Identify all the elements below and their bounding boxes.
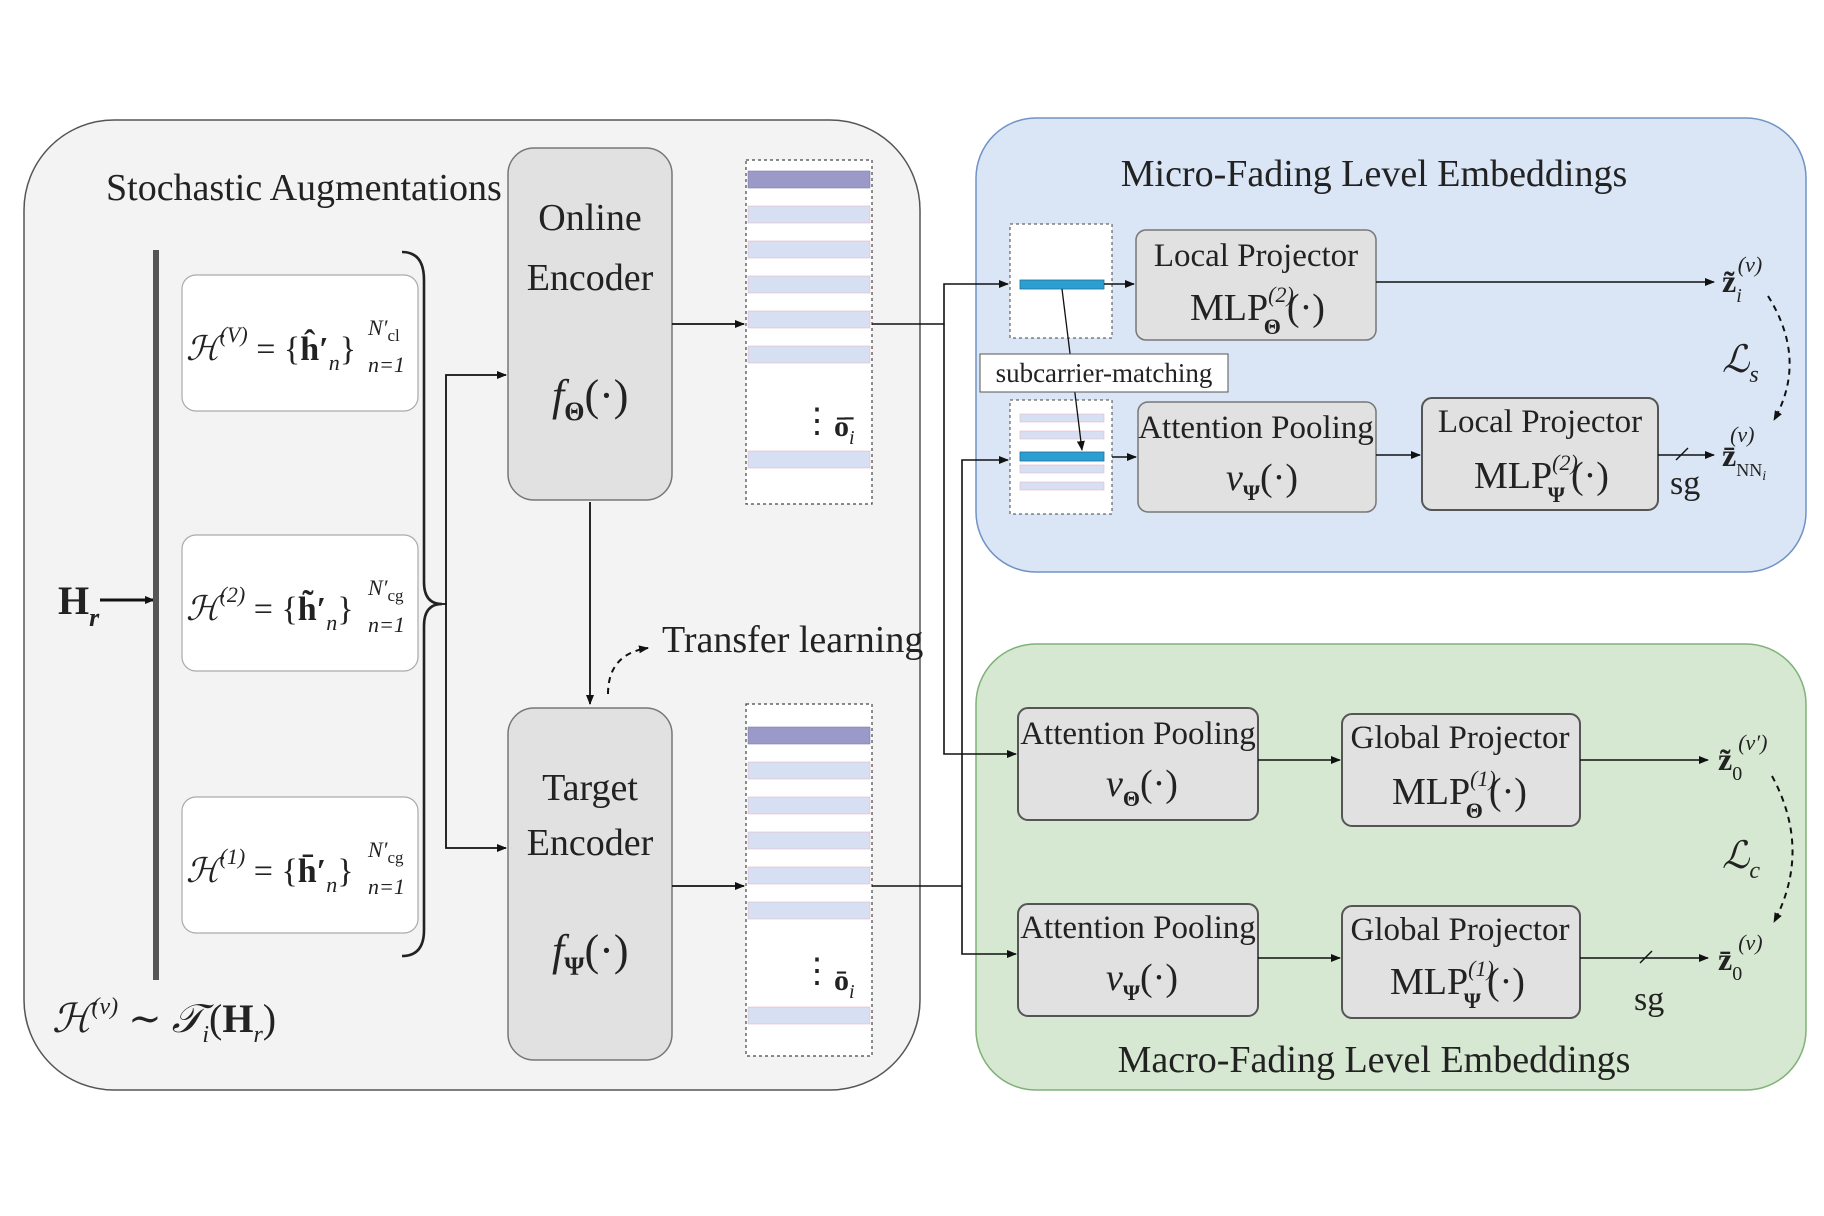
- attention-pooling-macro-target-function: νΨ(·): [1106, 957, 1178, 1005]
- global-projector-online-box: [1341, 713, 1581, 827]
- transfer-learning-arrow: [607, 645, 649, 695]
- attention-pooling-micro-function: νΨ(·): [1226, 457, 1298, 505]
- augmentation-1-box: [181, 796, 419, 934]
- micro-fading-title: Micro-Fading Level Embeddings: [1121, 153, 1628, 195]
- global-projector-target-function: MLP(1)Ψ(·): [1390, 956, 1525, 1013]
- online-embedding-row: [747, 310, 871, 329]
- target-embedding-row: [747, 1006, 871, 1025]
- attention-pooling-macro-target-title: Attention Pooling: [1020, 910, 1256, 946]
- target-embedding-rows: [747, 726, 871, 1025]
- stop-gradient-tick-macro: [1639, 950, 1653, 964]
- micro-target-token-row: [1019, 481, 1105, 491]
- online-to-micro-connector: [872, 280, 1009, 325]
- attention-pooling-macro-target-box: [1017, 903, 1259, 1017]
- stop-gradient-tick-micro: [1675, 447, 1689, 461]
- online-embedding-row: [747, 450, 871, 469]
- micro-target-token-row: [1019, 464, 1105, 474]
- subcarrier-matching-box: [979, 353, 1229, 393]
- online-encoder-function: fΘ(·): [552, 371, 628, 426]
- micro-loss-arrow: [1767, 295, 1791, 421]
- micro-target-token-row: [1019, 430, 1105, 440]
- augmentation-v-limits: N′cl: [367, 315, 400, 345]
- augmentation-distribution: ℋ(v) ∼ 𝒯i(Hr): [52, 994, 276, 1048]
- augmentation-v-lower: n=1: [368, 352, 405, 377]
- local-projector-target-function: MLP(2)Ψ(·): [1474, 450, 1609, 507]
- global-projector-target-title: Global Projector: [1350, 912, 1569, 948]
- online-encoder-line2: Encoder: [527, 257, 654, 299]
- augmentation-2-limits: N′cg: [367, 575, 404, 605]
- macro-loss-arrow: [1771, 775, 1794, 923]
- global-projector-online-function: MLP(1)Θ(·): [1392, 766, 1527, 823]
- attention-pooling-macro-online-function: νΘ(·): [1106, 763, 1178, 811]
- input-h-label: Hr: [58, 578, 100, 632]
- micro-output-online: z̃i(v): [1722, 252, 1762, 307]
- local-projector-online-function: MLP(2)Θ(·): [1190, 282, 1325, 339]
- augmentation-1-lower: n=1: [368, 874, 405, 899]
- micro-target-token-row: [1019, 413, 1105, 423]
- target-to-micro-connector: [961, 456, 1009, 886]
- local-projector-online-title: Local Projector: [1154, 238, 1358, 274]
- global-projector-target-box: [1341, 905, 1581, 1019]
- augmentation-2-formula: ℋ(2) = {h̃′n}: [186, 582, 354, 635]
- augmentation-2-lower: n=1: [368, 612, 405, 637]
- online-embedding-row: [747, 240, 871, 259]
- target-embedding-row: [747, 901, 871, 920]
- augmentation-1-limits: N′cg: [367, 837, 404, 867]
- micro-target-token-rows: [1019, 413, 1105, 491]
- augmentation-2-box: [181, 534, 419, 672]
- stop-gradient-label-macro: sg: [1634, 981, 1664, 1018]
- online-to-macro-connector: [943, 324, 1017, 758]
- online-embedding-row: [747, 275, 871, 294]
- global-projector-online-title: Global Projector: [1350, 720, 1569, 756]
- target-output-symbol: ōi: [834, 964, 855, 1003]
- target-to-macro-connector: [961, 886, 1017, 958]
- augmentation-title: Stochastic Augmentations: [106, 167, 502, 209]
- target-output-dots: ⋮: [800, 953, 834, 990]
- augmentation-v-formula: ℋ(V) = {ĥ′n}: [186, 322, 356, 375]
- brace-to-online-arrow: [442, 371, 507, 605]
- target-encoder-function: fΨ(·): [552, 926, 628, 981]
- macro-fading-title: Macro-Fading Level Embeddings: [1118, 1039, 1631, 1081]
- local-projector-online-box: [1135, 229, 1377, 341]
- macro-loss-label: ℒc: [1722, 835, 1760, 884]
- online-embedding-row: [747, 205, 871, 224]
- attention-pooling-micro-title: Attention Pooling: [1138, 410, 1374, 446]
- augmentation-1-formula: ℋ(1) = {h̄′n}: [186, 844, 354, 897]
- subcarrier-matching-label: subcarrier-matching: [996, 358, 1213, 388]
- online-embedding-row: [747, 170, 871, 189]
- stop-gradient-label-micro: sg: [1670, 465, 1700, 502]
- target-encoder-line2: Encoder: [527, 822, 654, 864]
- target-embedding-row: [747, 831, 871, 850]
- micro-target-matched-bar: [1019, 451, 1105, 462]
- target-embedding-row: [747, 726, 871, 745]
- micro-output-target: z̄NNi(v): [1722, 422, 1766, 484]
- online-output-dots: ⋮: [800, 403, 834, 440]
- target-embedding-row: [747, 796, 871, 815]
- augmentation-v-box: [181, 274, 419, 412]
- brace-to-target-arrow: [445, 604, 507, 852]
- micro-loss-label: ℒs: [1722, 339, 1759, 388]
- macro-output-target: z̄0(v): [1718, 930, 1763, 985]
- local-projector-target-box: [1421, 397, 1659, 511]
- attention-pooling-micro-box: [1137, 401, 1377, 513]
- local-projector-target-title: Local Projector: [1438, 404, 1642, 440]
- online-encoder-line1: Online: [538, 197, 641, 239]
- target-encoder-line1: Target: [542, 767, 638, 809]
- online-embedding-row: [747, 345, 871, 364]
- target-embedding-row: [747, 761, 871, 780]
- transfer-learning-label: Transfer learning: [662, 619, 923, 661]
- target-embedding-row: [747, 866, 871, 885]
- attention-pooling-macro-online-title: Attention Pooling: [1020, 716, 1256, 752]
- online-embedding-rows: [747, 170, 871, 469]
- target-encoder-box: [507, 707, 673, 1061]
- macro-output-online: z̃0(v′): [1718, 730, 1767, 785]
- micro-online-token-bar: [1019, 279, 1105, 290]
- attention-pooling-macro-online-box: [1017, 707, 1259, 821]
